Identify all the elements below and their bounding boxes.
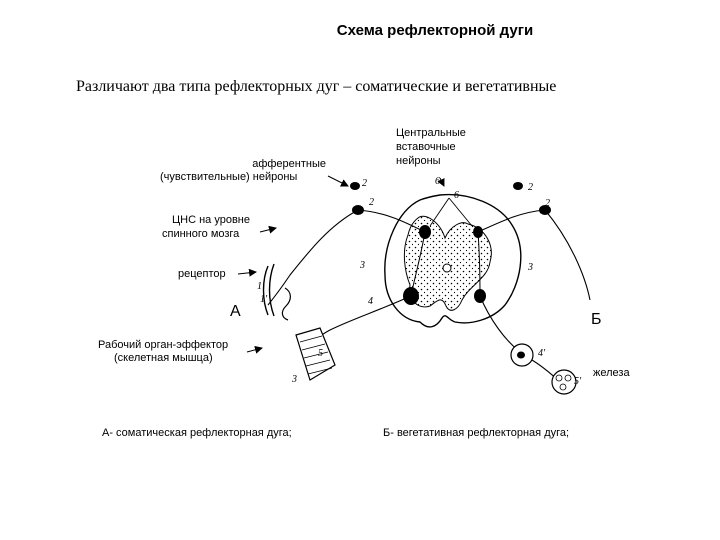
receptor-ending	[281, 287, 291, 321]
diagram-title: Схема рефлекторной дуги	[336, 22, 534, 39]
num-6: 6	[454, 190, 459, 201]
num-5p: 5'	[574, 376, 582, 387]
central-label-3: нейроны	[396, 155, 441, 167]
muscle-stripes	[299, 335, 333, 375]
effector-label-2: (скелетная мышца)	[114, 352, 213, 364]
cns-pointer	[259, 225, 277, 234]
num-3a: 3	[359, 260, 365, 271]
central-label-1: Центральные	[396, 127, 466, 139]
effector-label-1: Рабочий орган-эффектор	[98, 339, 229, 351]
afferent-pointer	[327, 175, 349, 187]
effector-pointer	[246, 345, 263, 354]
num-3b: 3	[527, 262, 533, 273]
right-small-cell	[513, 182, 523, 190]
afferent-label-1: афферентные	[252, 158, 326, 170]
receptor-pointer	[237, 268, 257, 277]
gland	[551, 369, 577, 395]
cns-label-2: спинного мозга	[162, 228, 240, 240]
central-label-2: вставочные	[396, 141, 456, 153]
caption-b: Б- вегетативная рефлекторная дуга;	[383, 427, 570, 439]
central-pointer-2	[448, 197, 473, 227]
num-3c: 3	[291, 374, 297, 385]
left-afferent-central	[357, 209, 426, 233]
num-2d: 2	[545, 198, 550, 209]
right-afferent-central	[477, 209, 546, 233]
num-1p: 1'	[260, 294, 268, 305]
afferent-label-2: (чувствительные) нейроны	[160, 171, 298, 183]
gland-label: железа	[593, 367, 630, 379]
marker-b: Б	[591, 311, 602, 328]
cns-label-1: ЦНС на уровне	[172, 214, 250, 226]
central-arrow	[437, 177, 445, 187]
interneuron-link-2	[477, 231, 481, 297]
central-pointer	[429, 197, 450, 227]
interneuron-link	[410, 231, 426, 297]
receptor-skin	[262, 263, 275, 317]
diagram-subtitle: Различают два типа рефлекторных дуг – со…	[76, 78, 557, 95]
num-6b: 6	[435, 176, 440, 187]
caption-a: А- соматическая рефлекторная дуга;	[102, 427, 292, 439]
num-4: 4	[368, 296, 373, 307]
num-2c: 2	[528, 182, 533, 193]
left-afferent-fiber	[267, 209, 359, 306]
num-2b: 2	[369, 197, 374, 208]
grey-matter	[403, 215, 492, 311]
receptor-label: рецептор	[178, 268, 226, 280]
num-4p: 4'	[538, 348, 546, 359]
right-afferent-fiber	[544, 209, 591, 301]
central-canal	[442, 263, 452, 273]
ganglion-cell	[517, 351, 525, 359]
marker-a: А	[230, 303, 241, 320]
num-5: 5	[318, 348, 323, 359]
num-1: 1	[257, 281, 262, 292]
skeletal-muscle	[295, 327, 336, 381]
left-small-cell	[350, 182, 360, 190]
num-2a: 2	[362, 178, 367, 189]
